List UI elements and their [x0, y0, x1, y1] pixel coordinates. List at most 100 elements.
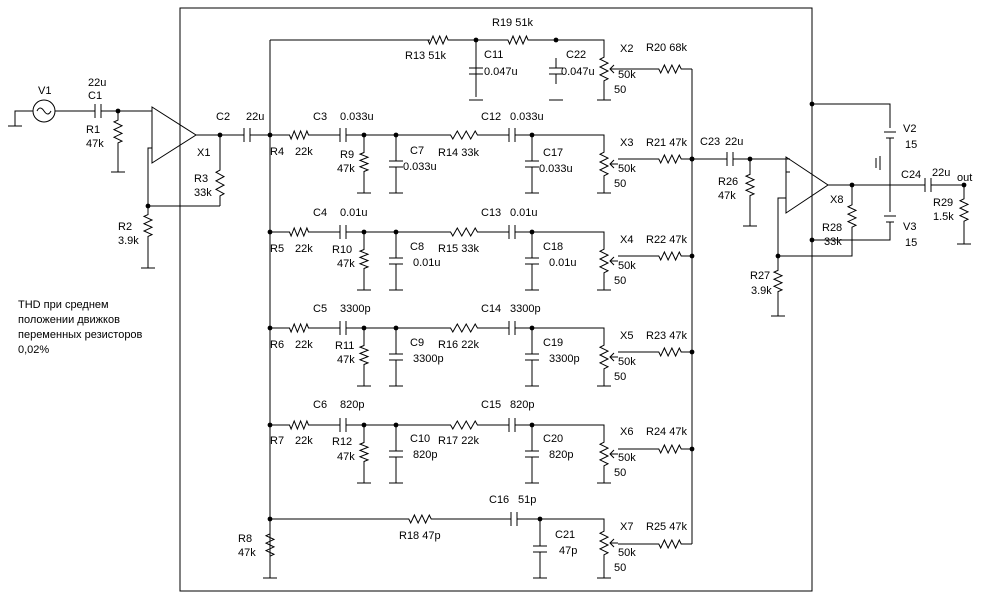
resistor-symbol	[772, 262, 784, 300]
resistor-symbol	[650, 153, 690, 165]
resistor-symbol	[598, 240, 610, 282]
label-r22: R22 47k	[646, 234, 687, 246]
label-x2b: 50	[614, 84, 626, 96]
label-r11: R11	[335, 340, 354, 352]
label-c13: C13	[481, 207, 501, 219]
label-r10: R10	[332, 244, 352, 256]
capacitor-symbol	[504, 128, 520, 142]
label-c2: C2	[216, 111, 230, 123]
voltage-source-icon	[32, 99, 56, 123]
label-c12: C12	[481, 111, 501, 123]
wire	[520, 231, 605, 240]
label-c3v: 0.033u	[340, 111, 374, 123]
label-c22v: 0.047u	[561, 66, 595, 78]
label-r14: R14 33k	[438, 147, 479, 159]
resistor-symbol	[598, 48, 610, 90]
label-r9: R9	[340, 149, 354, 161]
potentiometer-wiper-icon	[609, 449, 618, 459]
label-c6: C6	[313, 399, 327, 411]
label-r10v: 47k	[337, 258, 355, 270]
label-x5: X5	[620, 330, 633, 342]
label-c7: C7	[410, 145, 424, 157]
label-c21v: 47p	[559, 545, 577, 557]
resistor-symbol	[440, 226, 488, 238]
capacitor-symbol	[389, 435, 403, 473]
label-c8v: 0.01u	[413, 257, 441, 269]
label-x3b: 50	[614, 178, 626, 190]
label-c5: C5	[313, 303, 327, 315]
label-r26v: 47k	[718, 190, 736, 202]
label-v3v: 15	[905, 237, 917, 249]
label-r5: R5	[270, 243, 284, 255]
label-r19: R19 51k	[492, 17, 533, 29]
label-r7v: 22k	[295, 435, 313, 447]
potentiometer-wiper-icon	[609, 159, 618, 169]
label-c11: C11	[484, 49, 503, 61]
resistor-symbol	[264, 525, 276, 565]
label-c15: C15	[481, 399, 501, 411]
label-r12v: 47k	[337, 451, 355, 463]
label-c19: C19	[543, 337, 563, 349]
wire	[520, 424, 605, 433]
label-v1: V1	[38, 85, 51, 97]
label-r17: R17 22k	[438, 435, 479, 447]
wire	[520, 327, 605, 336]
label-r5v: 22k	[295, 243, 313, 255]
capacitor-symbol	[334, 321, 352, 335]
capacitor-symbol	[504, 225, 520, 239]
label-x7b: 50	[614, 562, 626, 574]
potentiometer-wiper-icon	[609, 64, 618, 74]
label-v2v: 15	[905, 139, 917, 151]
op-amp-symbol	[151, 106, 197, 164]
capacitor-symbol	[389, 145, 403, 183]
junction-dot	[689, 253, 695, 259]
label-c1: C1	[88, 90, 102, 102]
schematic-components	[8, 34, 971, 579]
capacitor-symbol	[240, 128, 254, 142]
resistor-symbol	[358, 435, 370, 469]
resistor-symbol	[112, 111, 124, 152]
thd-note-line: переменных резисторов	[18, 329, 143, 341]
label-c14: C14	[481, 303, 501, 315]
wire	[875, 156, 881, 170]
resistor-symbol	[358, 242, 370, 276]
label-x6b: 50	[614, 467, 626, 479]
label-r21: R21 47k	[646, 137, 687, 149]
label-c9v: 3300p	[413, 353, 444, 365]
label-c17: C17	[543, 147, 563, 159]
label-r3: R3	[194, 173, 208, 185]
capacitor-symbol	[533, 528, 547, 570]
label-r27: R27	[750, 270, 770, 282]
label-c4v: 0.01u	[340, 207, 368, 219]
label-c18v: 0.01u	[549, 257, 577, 269]
thd-note-line: THD при среднем	[18, 299, 109, 311]
label-c3: C3	[313, 111, 327, 123]
label-r24: R24 47k	[646, 426, 687, 438]
label-r26: R26	[718, 176, 738, 188]
label-c11v: 0.047u	[484, 66, 518, 78]
label-c24v: 22u	[932, 167, 950, 179]
label-r15: R15 33k	[438, 243, 479, 255]
junction-dot	[689, 349, 695, 355]
resistor-symbol	[214, 160, 226, 206]
capacitor-symbol	[92, 104, 104, 118]
capacitor-symbol	[504, 418, 520, 432]
label-x3a: 50k	[618, 163, 636, 175]
label-c20v: 820p	[549, 449, 573, 461]
label-r29: R29	[933, 197, 953, 209]
wire	[147, 135, 221, 207]
capacitor-symbol	[722, 152, 738, 166]
label-c20: C20	[543, 433, 563, 445]
label-c9: C9	[410, 337, 424, 349]
label-r6: R6	[270, 339, 284, 351]
resistor-symbol	[650, 250, 690, 262]
label-c21: C21	[555, 529, 575, 541]
label-c18: C18	[543, 241, 563, 253]
label-r1: R1	[86, 124, 100, 136]
capacitor-symbol	[525, 145, 539, 183]
wire	[556, 39, 605, 48]
label-c15v: 820p	[510, 399, 534, 411]
label-c8: C8	[410, 241, 424, 253]
label-c6v: 820p	[340, 399, 364, 411]
